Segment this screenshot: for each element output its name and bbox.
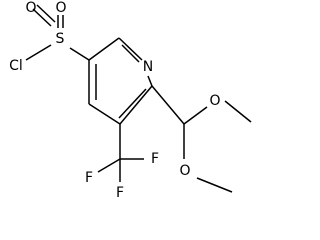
bond-c6-ch (151, 85, 185, 125)
pyridine-ring (88, 37, 153, 125)
atom-label-f-bottom: F (116, 185, 124, 201)
bond-s-o-left (32, 8, 52, 27)
atom-label-ring-n: N (143, 59, 153, 75)
sulfonyl-chloride-group: S Cl O O (9, 0, 90, 74)
bond-ring-c6-c5 (119, 85, 153, 125)
bond-ring-n-top-inner (121, 44, 140, 63)
dimethoxymethyl-group: O O (151, 85, 252, 193)
chemical-structure-diagram: S Cl O O N O O F F F (9, 0, 252, 201)
atom-label-o-methoxy-lower: O (179, 163, 190, 179)
bond-c3-s (69, 47, 90, 61)
bond-ring-c5-c4 (88, 103, 121, 125)
bond-o-lower-methyl (196, 177, 233, 193)
bond-ring-n-c6 (147, 75, 153, 87)
atom-label-f-right: F (151, 151, 159, 167)
trifluoromethyl-group: F F F (85, 124, 159, 201)
atom-label-o-right: O (55, 0, 66, 16)
bond-s-o-left-double (36, 4, 56, 23)
atom-label-cl: Cl (9, 58, 23, 74)
bond-s-cl (25, 44, 52, 61)
bond-o-upper-methyl (224, 100, 252, 123)
bond-ring-c6-c5-inner (118, 88, 147, 119)
atom-label-s: S (56, 31, 65, 47)
atom-label-o-methoxy-upper: O (209, 93, 220, 109)
bond-cf3-f-left (97, 158, 121, 173)
bond-ch-o-upper (183, 106, 208, 125)
atom-label-f-left: F (85, 170, 93, 186)
atom-label-o-left: O (25, 0, 36, 16)
bond-ring-n-top (118, 37, 143, 61)
bond-ring-c3-c2 (88, 37, 120, 61)
